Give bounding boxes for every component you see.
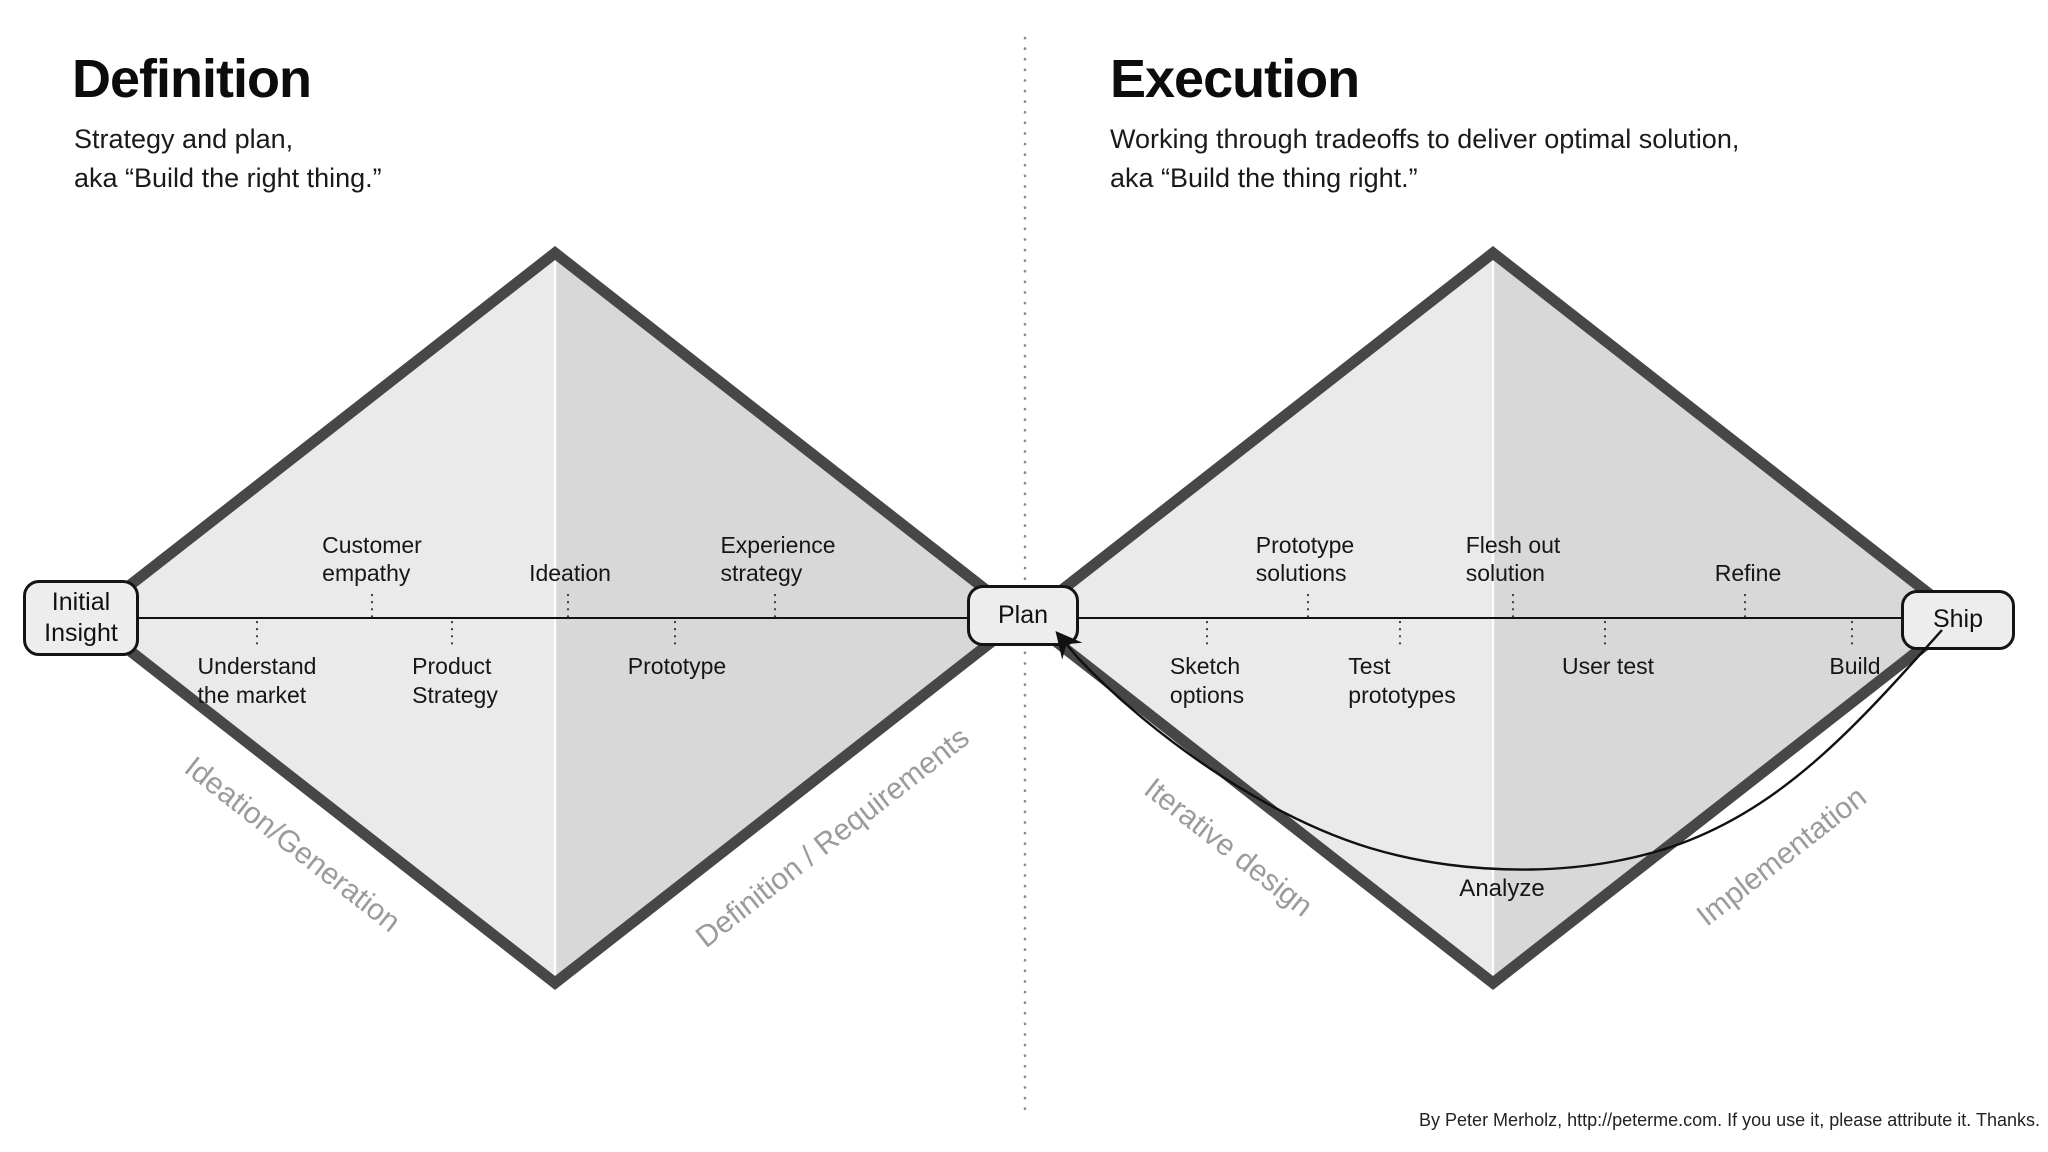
node-initial-insight: Initial Insight — [23, 580, 139, 656]
stage-experience-strategy: Experience strategy — [720, 531, 836, 587]
stage-build: Build — [1829, 653, 1881, 679]
loop-label-analyze: Analyze — [1459, 875, 1545, 902]
stage-refine: Refine — [1714, 560, 1782, 587]
stage-product-strategy: Product Strategy — [412, 653, 498, 708]
node-plan: Plan — [967, 585, 1079, 646]
stage-ideation: Ideation — [529, 560, 611, 587]
stage-prototype-solutions: Prototype solutions — [1255, 531, 1355, 587]
stage-flesh-out-solution: Flesh out solution — [1465, 531, 1561, 587]
stage-test-prototypes: Test prototypes — [1348, 653, 1456, 708]
right-diamond-dark-half — [1493, 253, 1960, 983]
stage-sketch-options: Sketch options — [1169, 653, 1245, 708]
node-ship: Ship — [1901, 590, 2015, 650]
left-diamond-outline — [79, 246, 1031, 990]
stage-prototype: Prototype — [627, 653, 727, 679]
right-diamond-outline — [1017, 246, 1969, 990]
left-section-subtitle: Strategy and plan, aka “Build the right … — [74, 124, 382, 194]
phase-implementation: Implementation — [1690, 780, 1873, 933]
right-section-subtitle: Working through tradeoffs to deliver opt… — [1110, 124, 1740, 194]
stage-user-test: User test — [1561, 653, 1655, 679]
phase-iterative-design: Iterative design — [1137, 771, 1319, 924]
phase-definition-requirements: Definition / Requirements — [689, 720, 976, 955]
attribution-text: By Peter Merholz, http://peterme.com. If… — [1419, 1110, 2040, 1130]
right-section-title: Execution — [1110, 49, 1360, 109]
stage-understand-market: Understand the market — [197, 653, 317, 708]
phase-ideation-generation: Ideation/Generation — [178, 750, 407, 939]
left-section-title: Definition — [72, 49, 312, 109]
stage-customer-empathy: Customer empathy — [322, 531, 422, 587]
